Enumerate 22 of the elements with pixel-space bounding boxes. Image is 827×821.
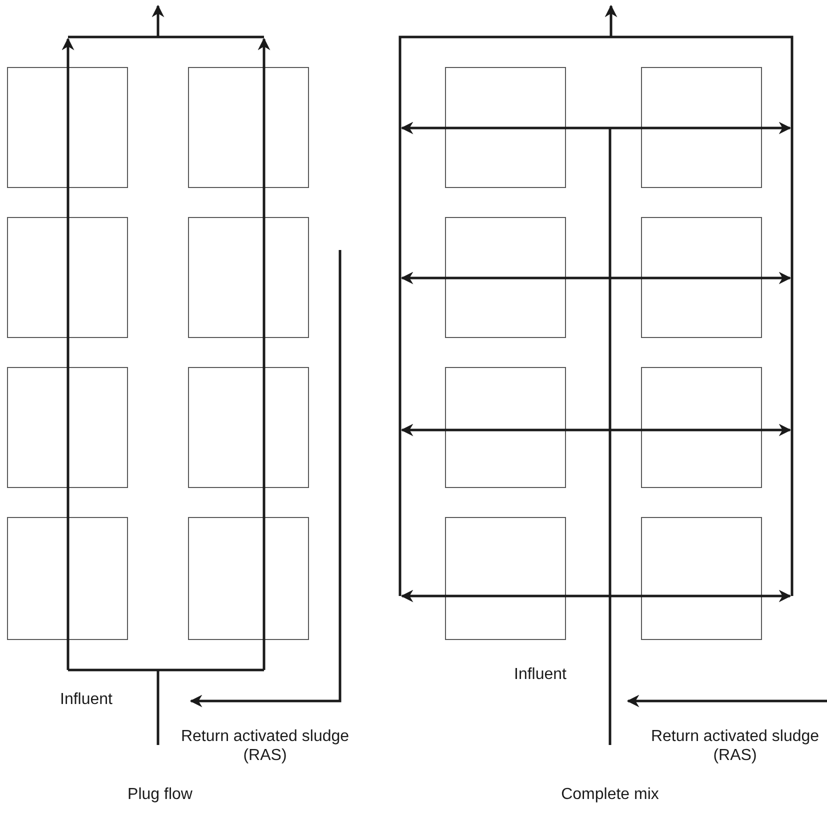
tank-cell	[7, 367, 128, 488]
return-sludge-label: Return activated sludge (RAS)	[650, 727, 820, 765]
tank-cell	[445, 367, 566, 488]
tank-cell	[641, 217, 762, 338]
inlet-label: Influent	[60, 690, 114, 709]
tank-cell	[445, 217, 566, 338]
panel-caption: Complete mix	[560, 785, 660, 804]
tank-cell	[641, 367, 762, 488]
tank-cell	[188, 517, 309, 640]
tank-cell	[7, 67, 128, 188]
tank-cell	[188, 367, 309, 488]
tank-cell	[445, 517, 566, 640]
tank-cell	[188, 67, 309, 188]
inlet-label: Influent	[514, 665, 568, 684]
tank-cell	[445, 67, 566, 188]
tank-cell	[641, 67, 762, 188]
return-sludge-label: Return activated sludge (RAS)	[180, 727, 350, 765]
tank-cell	[7, 217, 128, 338]
tank-cell	[188, 217, 309, 338]
panel-caption: Plug flow	[126, 785, 194, 804]
tank-cell	[641, 517, 762, 640]
tank-cell	[7, 517, 128, 640]
